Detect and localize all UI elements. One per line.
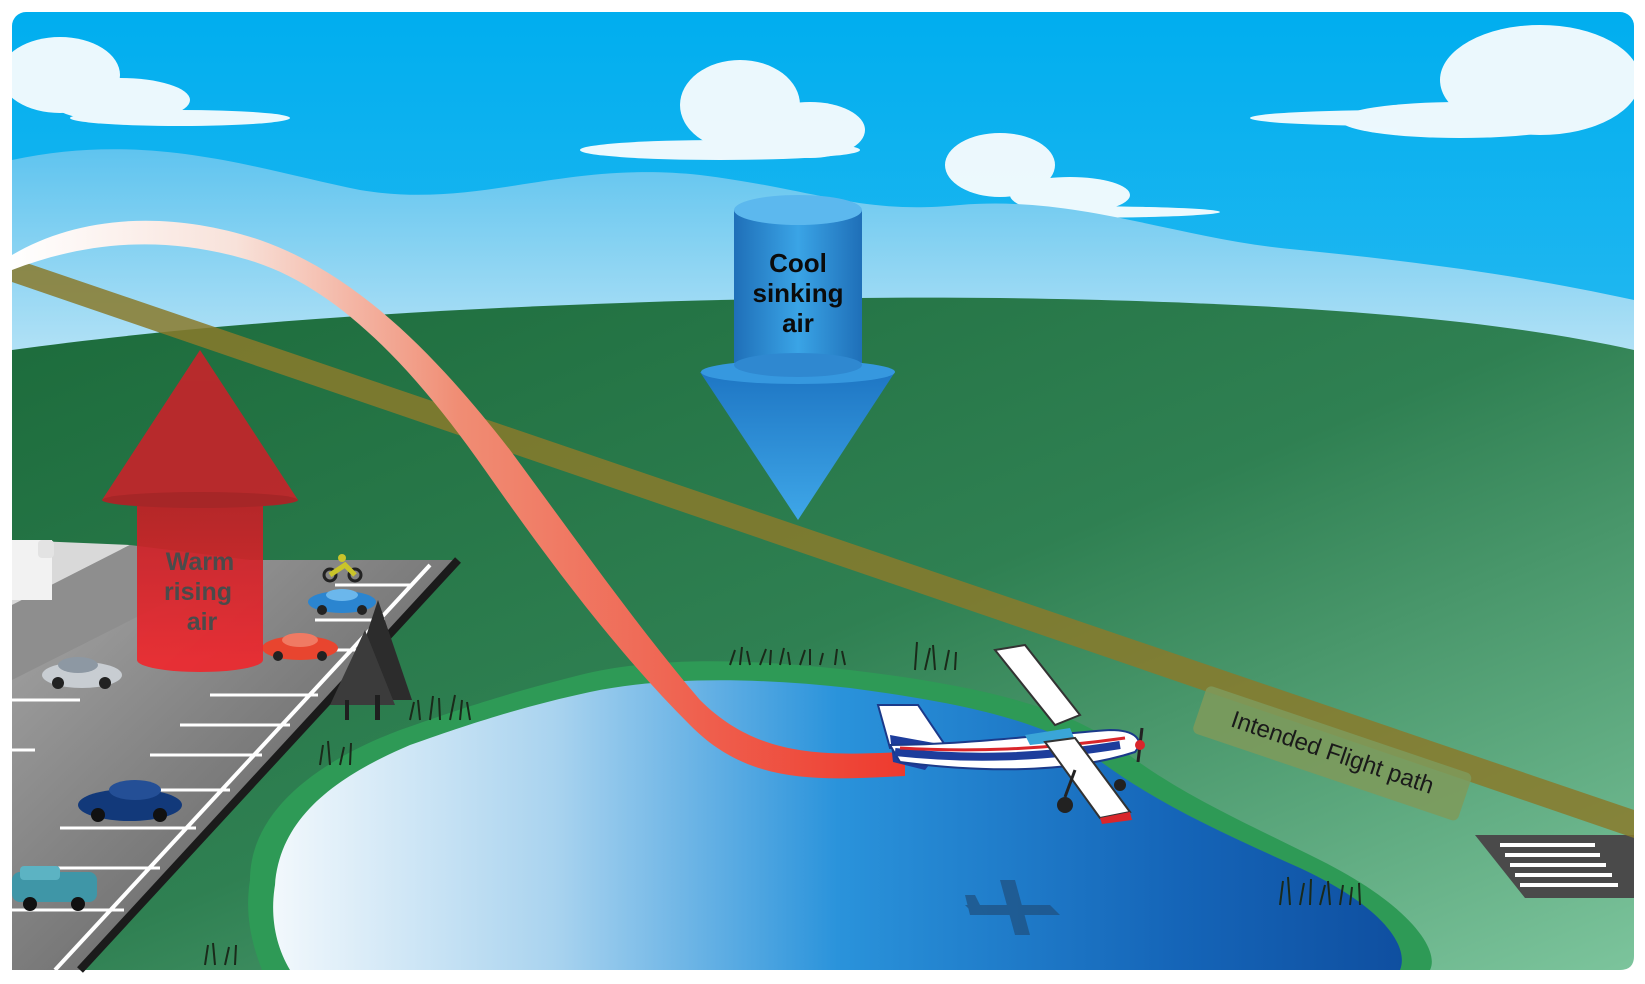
parked-car-blue: [78, 780, 182, 822]
warm-label-line1: Warm: [166, 548, 235, 576]
warm-label-line2: rising: [164, 578, 232, 606]
warm-label-line3: air: [187, 608, 218, 636]
cool-label-line1: Cool: [769, 248, 827, 278]
pine-trees: [330, 600, 412, 720]
airplane-shadow: [965, 880, 1060, 935]
lake-water: [273, 680, 1402, 970]
background-clouds: [0, 25, 1640, 218]
airplane: [876, 643, 1145, 824]
parked-car-red: [262, 633, 338, 661]
warm-rising-air-arrow: Warm rising air: [102, 350, 298, 672]
parked-car-lightblue: [308, 589, 376, 615]
parked-truck-teal: [12, 866, 97, 911]
cool-sinking-air-arrow: Cool sinking air: [700, 195, 895, 520]
reeds: [204, 641, 1361, 966]
building: [12, 540, 54, 600]
cool-label-line3: air: [782, 308, 814, 338]
parked-car-silver: [42, 657, 122, 689]
runway: [1475, 835, 1634, 898]
parked-motorcycle: [322, 554, 363, 583]
cool-label-line2: sinking: [752, 278, 843, 308]
